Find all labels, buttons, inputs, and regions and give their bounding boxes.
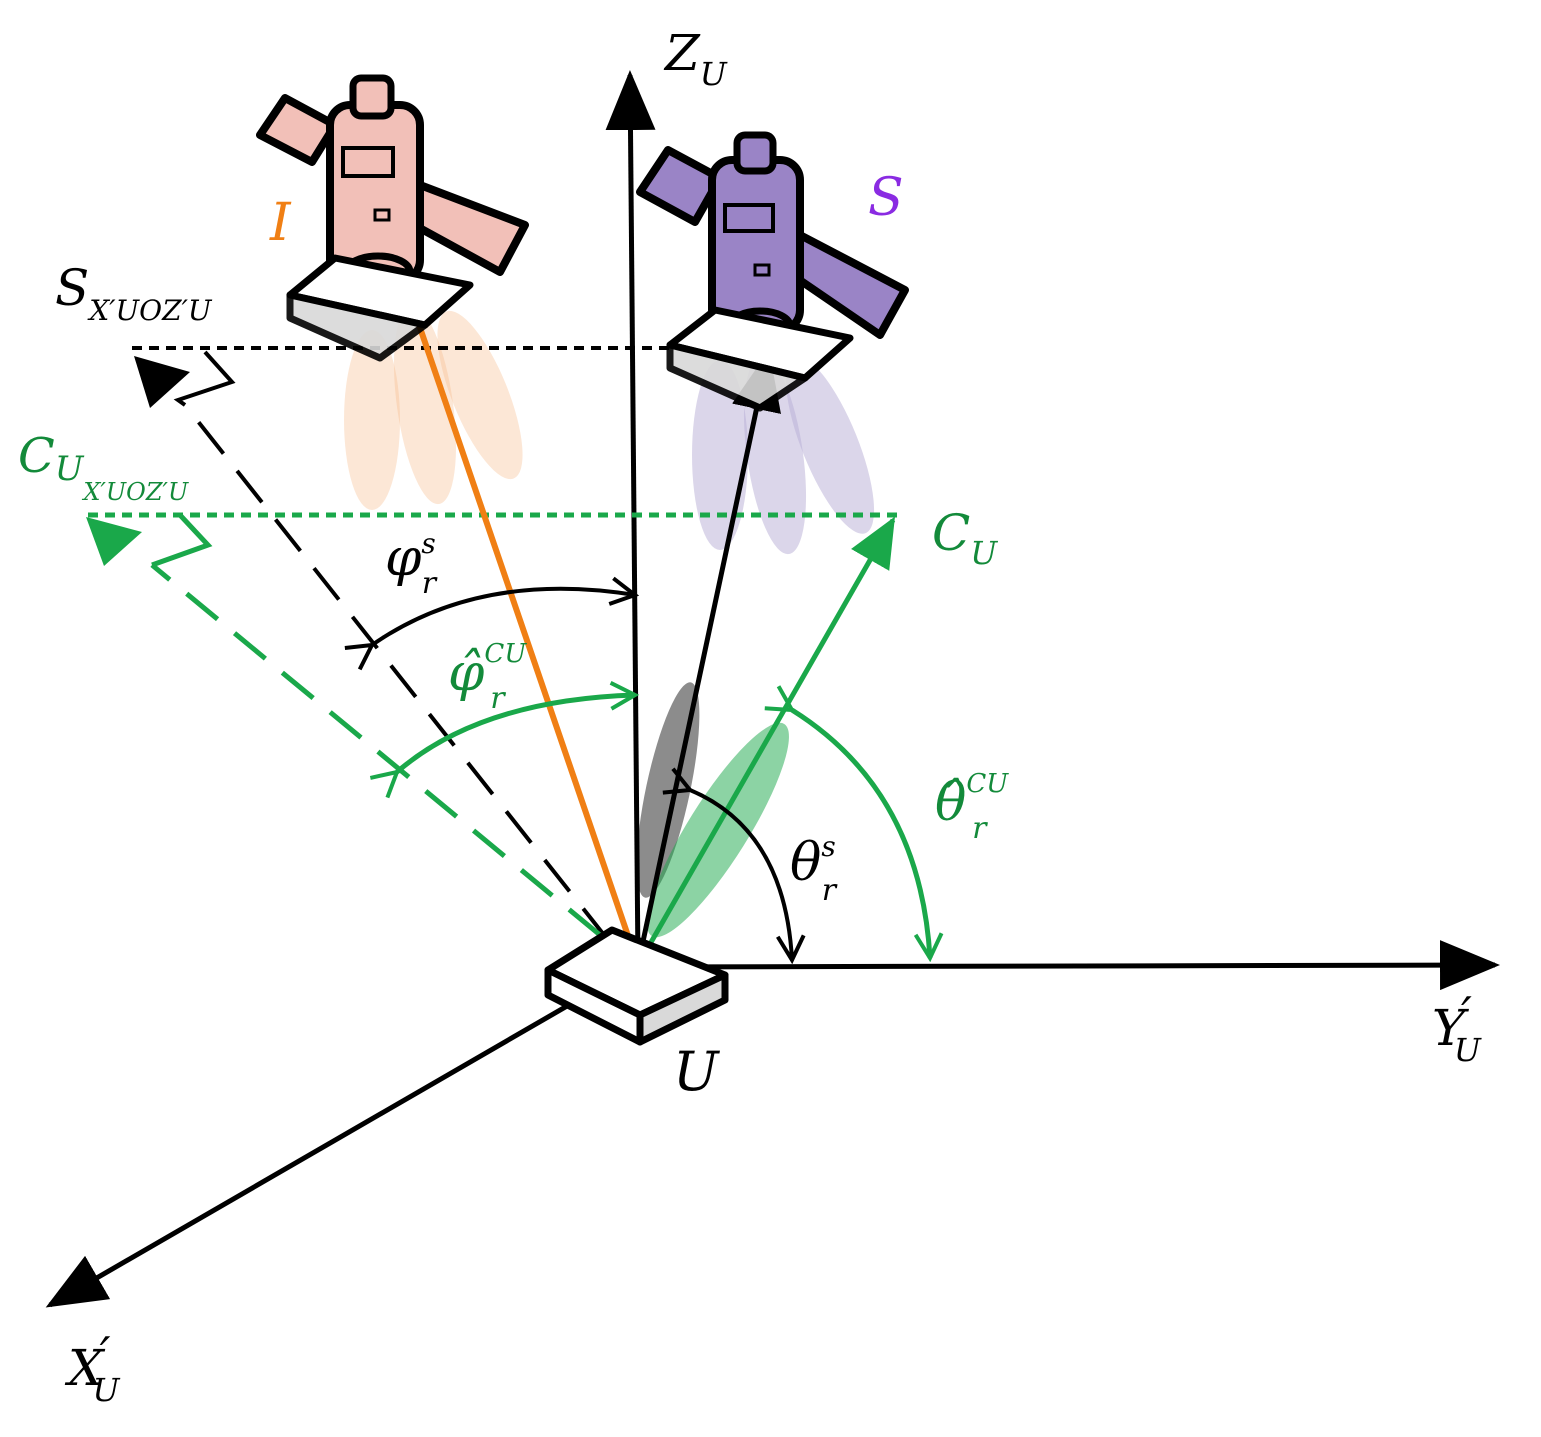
y-axis-label: Y′U xyxy=(1432,987,1482,1069)
s-projection-break xyxy=(173,350,236,407)
s-projection-arrowhead xyxy=(134,356,190,408)
vector-to-interferer xyxy=(397,274,641,966)
user-terminal-icon xyxy=(544,926,729,1046)
user-label: U xyxy=(673,1040,720,1103)
projection-lines xyxy=(86,346,898,942)
satellite-label: S xyxy=(868,168,904,228)
x-axis-line xyxy=(45,962,640,1308)
target-satellite-icon xyxy=(636,131,909,412)
satellite-beam-3 xyxy=(785,356,875,534)
labels: ZU Y′U X′U U I S SX′UOZ′U CUX′UOZ′U CU φ… xyxy=(18,24,1482,1409)
interferer-satellite-icon xyxy=(256,74,529,362)
z-axis-line xyxy=(605,70,656,966)
cu-projection-break xyxy=(151,513,213,568)
c-projection-label: CUX′UOZ′U xyxy=(18,428,189,506)
interferer-beam-2 xyxy=(393,305,457,505)
s-projection-label: SX′UOZ′U xyxy=(55,259,213,327)
interferer-beam-3 xyxy=(437,310,523,480)
y-axis-line xyxy=(637,940,1500,991)
x-axis-label: X′U xyxy=(64,1327,121,1409)
axes xyxy=(45,70,1500,1308)
z-axis-label: ZU xyxy=(663,24,728,93)
phi-s-arc xyxy=(372,589,635,645)
vector-to-satellite xyxy=(635,350,781,966)
interferer-beam-1 xyxy=(344,330,400,510)
phi-hat-arc xyxy=(397,695,635,772)
cu-projection-dashed xyxy=(150,563,602,937)
theta-hat-arc xyxy=(792,710,930,958)
s-projection-dashed xyxy=(183,403,610,942)
angle-arcs xyxy=(372,589,930,960)
cu-label: CU xyxy=(932,504,998,572)
cu-projection-arrowhead xyxy=(86,517,142,566)
interferer-label: I xyxy=(269,193,292,253)
